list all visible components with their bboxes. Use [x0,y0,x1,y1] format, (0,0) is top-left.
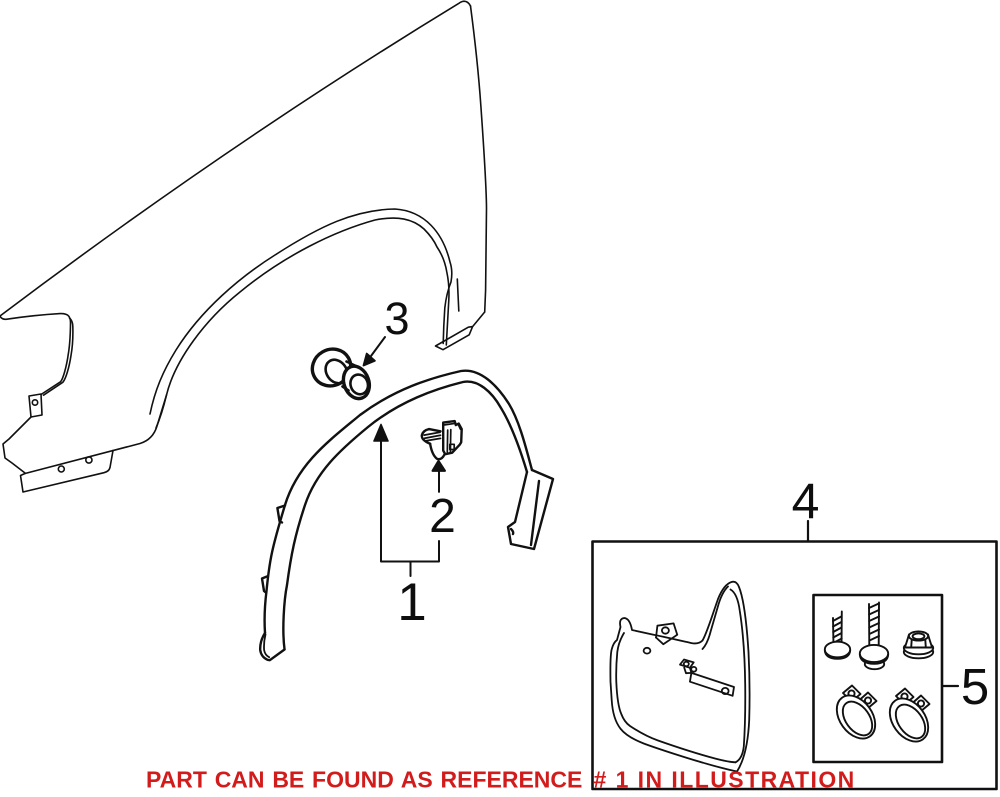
svg-text:4: 4 [792,474,820,530]
svg-text:5: 5 [961,658,989,715]
svg-text:PART CAN BE FOUND AS REFERENCE: PART CAN BE FOUND AS REFERENCE [146,767,582,793]
svg-text:3: 3 [384,293,409,344]
svg-text:# 1 IN ILLUSTRATION: # 1 IN ILLUSTRATION [594,767,856,793]
svg-text:2: 2 [429,490,456,543]
svg-text:1: 1 [397,573,426,632]
